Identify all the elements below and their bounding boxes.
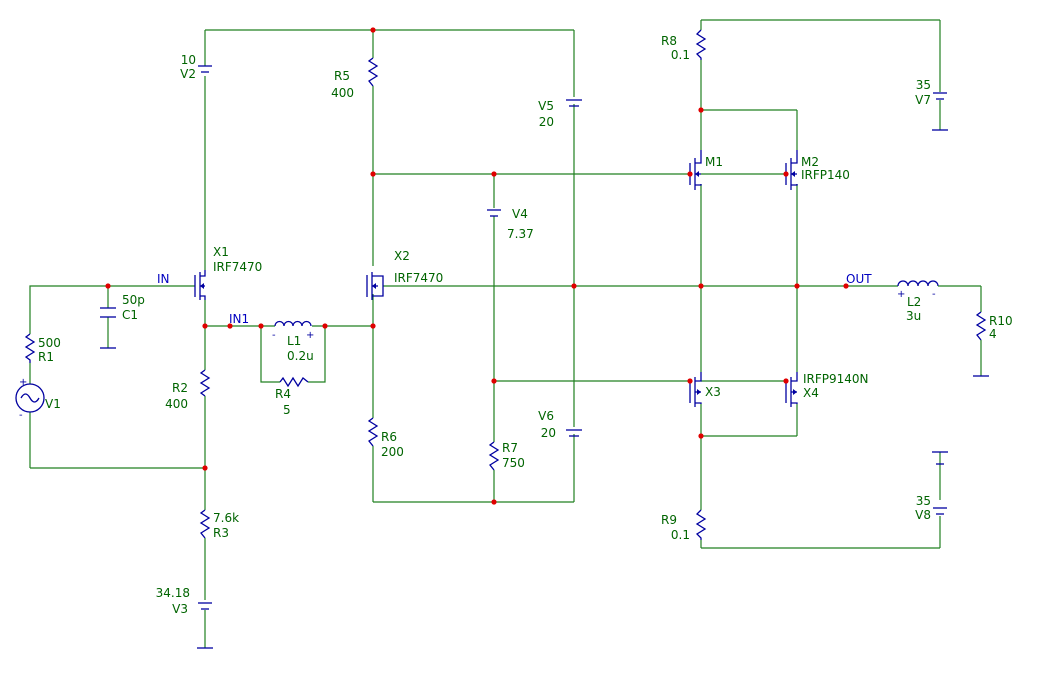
v6-value: 20 xyxy=(541,426,556,440)
r10-name: R10 xyxy=(989,314,1013,328)
r1-value: 500 xyxy=(38,336,61,350)
r7-resistor-symbol[interactable] xyxy=(488,441,500,471)
x1-name: X1 xyxy=(213,245,229,259)
r1-name: R1 xyxy=(38,350,54,364)
r4-name: R4 xyxy=(275,387,291,401)
v1-ac-source-symbol[interactable]: + - xyxy=(15,377,45,421)
x4-mosfet-symbol[interactable] xyxy=(785,372,798,407)
x2-name: X2 xyxy=(394,249,410,263)
svg-text:+: + xyxy=(306,330,314,341)
v7-value: 35 xyxy=(916,78,931,92)
svg-text:+: + xyxy=(897,289,905,300)
r2-resistor-symbol[interactable] xyxy=(199,369,211,397)
component-labels: 500 R1 V1 50p C1 10 V2 X1 IRF7470 R2 400… xyxy=(38,34,1013,616)
v6-name: V6 xyxy=(538,409,554,423)
x4-name: X4 xyxy=(803,386,819,400)
l1-value: 0.2u xyxy=(287,349,314,363)
v2-battery-symbol[interactable] xyxy=(198,65,212,73)
r9-name: R9 xyxy=(661,513,677,527)
x2-model: IRF7470 xyxy=(394,271,443,285)
r2-name: R2 xyxy=(172,381,188,395)
v3-battery-symbol[interactable] xyxy=(198,602,212,610)
svg-text:+: + xyxy=(19,377,27,388)
net-label-out: OUT xyxy=(846,272,872,286)
v6-battery-symbol[interactable] xyxy=(566,429,582,437)
r2-value: 400 xyxy=(165,397,188,411)
c1-value: 50p xyxy=(122,293,145,307)
x1-model: IRF7470 xyxy=(213,260,262,274)
l1-inductor-symbol[interactable]: - + xyxy=(272,320,314,342)
m1-mosfet-symbol[interactable] xyxy=(689,150,702,190)
r10-value: 4 xyxy=(989,327,997,341)
v3-value: 34.18 xyxy=(156,586,190,600)
r6-value: 200 xyxy=(381,445,404,459)
c1-name: C1 xyxy=(122,308,138,322)
r4-value: 5 xyxy=(283,403,291,417)
v5-name: V5 xyxy=(538,99,554,113)
m2-model: IRFP140 xyxy=(801,168,850,182)
v8-name: V8 xyxy=(915,508,931,522)
svg-text:-: - xyxy=(19,410,23,421)
x4-model: IRFP9140N xyxy=(803,372,869,386)
v2-name: V2 xyxy=(180,67,196,81)
r6-resistor-symbol[interactable] xyxy=(367,417,379,447)
r3-value: 7.6k xyxy=(213,511,239,525)
x1-mosfet-symbol[interactable] xyxy=(194,270,206,300)
ground-symbols xyxy=(100,129,989,649)
x3-mosfet-symbol[interactable] xyxy=(689,372,702,407)
r9-resistor-symbol[interactable] xyxy=(695,509,707,540)
wires xyxy=(29,19,982,648)
v4-value: 7.37 xyxy=(507,227,534,241)
l2-name: L2 xyxy=(907,295,921,309)
x3-name: X3 xyxy=(705,385,721,399)
l1-name: L1 xyxy=(287,334,301,348)
r8-value: 0.1 xyxy=(671,48,690,62)
r5-value: 400 xyxy=(331,86,354,100)
svg-text:-: - xyxy=(272,330,276,341)
r9-value: 0.1 xyxy=(671,528,690,542)
r8-resistor-symbol[interactable] xyxy=(695,29,707,60)
m2-mosfet-symbol[interactable] xyxy=(785,150,798,190)
v1-name: V1 xyxy=(45,397,61,411)
c1-capacitor-symbol[interactable] xyxy=(100,307,116,318)
r8-name: R8 xyxy=(661,34,677,48)
r5-resistor-symbol[interactable] xyxy=(367,57,379,87)
v4-battery-symbol[interactable] xyxy=(487,209,501,217)
r7-value: 750 xyxy=(502,456,525,470)
m1-name: M1 xyxy=(705,155,723,169)
m2-name: M2 xyxy=(801,155,819,169)
v7-name: V7 xyxy=(915,93,931,107)
junction-dots xyxy=(105,27,849,505)
r6-name: R6 xyxy=(381,430,397,444)
v8-battery-symbol[interactable] xyxy=(933,463,947,515)
v7-battery-symbol[interactable] xyxy=(933,92,947,100)
r4-resistor-symbol[interactable] xyxy=(279,376,309,388)
r3-resistor-symbol[interactable] xyxy=(199,509,211,539)
r10-resistor-symbol[interactable] xyxy=(975,311,987,341)
v5-battery-symbol[interactable] xyxy=(566,99,582,107)
l2-inductor-symbol[interactable]: + - xyxy=(880,280,940,300)
net-labels: IN IN1 OUT xyxy=(157,272,872,326)
r3-name: R3 xyxy=(213,526,229,540)
v5-value: 20 xyxy=(539,115,554,129)
net-label-in1: IN1 xyxy=(229,312,249,326)
v3-name: V3 xyxy=(172,602,188,616)
svg-text:-: - xyxy=(932,289,936,300)
r1-resistor-symbol[interactable] xyxy=(24,333,36,363)
net-label-in: IN xyxy=(157,272,170,286)
r5-name: R5 xyxy=(334,69,350,83)
x2-mosfet-symbol[interactable] xyxy=(366,272,384,300)
l2-value: 3u xyxy=(906,309,921,323)
v4-name: V4 xyxy=(512,207,528,221)
v8-value: 35 xyxy=(916,494,931,508)
r7-name: R7 xyxy=(502,441,518,455)
v2-value: 10 xyxy=(181,53,196,67)
